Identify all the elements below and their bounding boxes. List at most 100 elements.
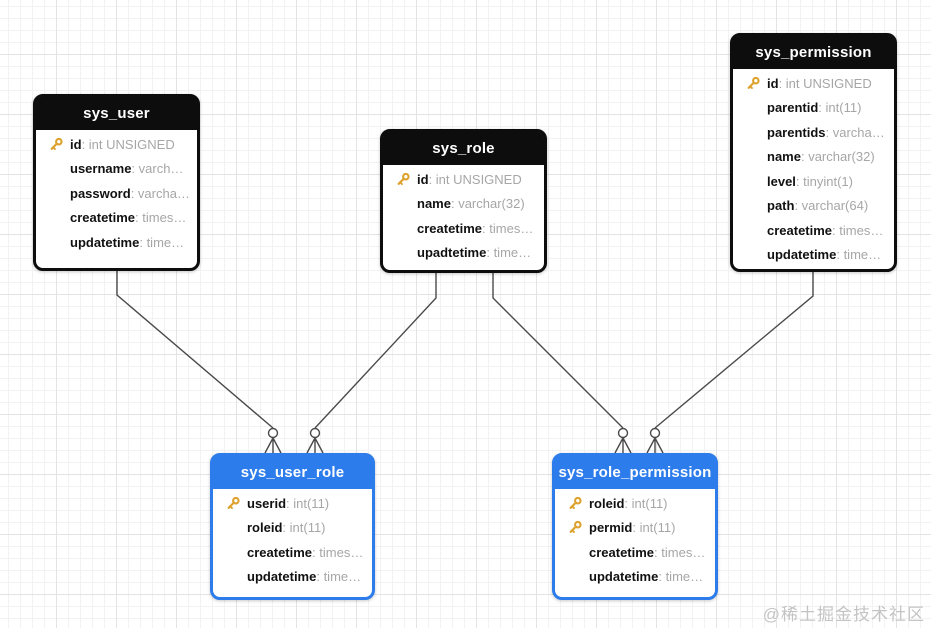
relation-sys_user-sys_user_role[interactable] [116, 271, 282, 454]
primary-key-icon [569, 496, 582, 509]
field-sys_role_permission-permid[interactable]: permid: int(11) [555, 516, 715, 541]
table-fields-sys_user_role: userid: int(11)roleid: int(11)createtime… [213, 489, 372, 589]
table-fields-sys_role_permission: roleid: int(11)permid: int(11)createtime… [555, 489, 715, 589]
field-name: parentid [767, 100, 819, 116]
field-name: id [70, 136, 82, 152]
field-sys_permission-level[interactable]: level: tinyint(1) [733, 169, 894, 194]
field-type: : times… [654, 544, 706, 560]
field-sys_user_role-updatetime[interactable]: updatetime: time… [213, 565, 372, 590]
field-sys_role_permission-createtime[interactable]: createtime: times… [555, 540, 715, 565]
field-type: : times… [312, 544, 364, 560]
relation-line[interactable] [654, 272, 814, 429]
field-name: userid [247, 495, 287, 511]
cardinality-zero-circle [267, 427, 279, 439]
relation-line[interactable] [492, 273, 624, 429]
relation-sys_permission-sys_role_permission[interactable] [646, 272, 814, 454]
field-name: updatetime [70, 234, 140, 250]
field-type: : int UNSIGNED [778, 75, 872, 91]
primary-key-icon [397, 172, 410, 185]
field-sys_permission-id[interactable]: id: int UNSIGNED [733, 71, 894, 96]
table-header-sys_role[interactable]: sys_role [383, 132, 544, 165]
field-name: createtime [767, 222, 833, 238]
field-name: updatetime [247, 569, 317, 585]
field-sys_role-upadtetime[interactable]: upadtetime: time… [383, 241, 544, 266]
field-type: : times… [832, 222, 884, 238]
table-header-sys_permission[interactable]: sys_permission [733, 36, 894, 69]
field-type: : tinyint(1) [795, 173, 853, 189]
field-name: name [417, 196, 451, 212]
primary-key-icon [747, 76, 760, 89]
primary-key-icon [227, 496, 240, 509]
field-type: : int UNSIGNED [81, 136, 175, 152]
field-sys_permission-createtime[interactable]: createtime: times… [733, 218, 894, 243]
field-name: id [767, 75, 779, 91]
field-sys_user-createtime[interactable]: createtime: times… [36, 206, 197, 231]
field-name: path [767, 198, 795, 214]
field-name: level [767, 173, 796, 189]
field-sys_user_role-userid[interactable]: userid: int(11) [213, 491, 372, 516]
field-type: : varcha… [130, 185, 190, 201]
table-header-sys_user_role[interactable]: sys_user_role [213, 456, 372, 489]
field-type: : time… [836, 247, 882, 263]
cardinality-many-crowfoot [264, 437, 282, 454]
field-type: : varchar(32) [800, 149, 875, 165]
field-sys_permission-name[interactable]: name: varchar(32) [733, 145, 894, 170]
field-name: createtime [589, 544, 655, 560]
table-header-sys_role_permission[interactable]: sys_role_permission [555, 456, 715, 489]
primary-key-slot [395, 172, 417, 187]
relation-sys_role-sys_user_role[interactable] [306, 273, 437, 454]
field-type: : times… [135, 210, 187, 226]
field-sys_permission-parentid[interactable]: parentid: int(11) [733, 96, 894, 121]
field-sys_user_role-roleid[interactable]: roleid: int(11) [213, 516, 372, 541]
field-name: createtime [417, 220, 483, 236]
field-type: : varcha… [825, 124, 885, 140]
primary-key-slot [48, 137, 70, 152]
primary-key-icon [569, 521, 582, 534]
field-name: id [417, 171, 429, 187]
field-sys_permission-path[interactable]: path: varchar(64) [733, 194, 894, 219]
field-type: : int(11) [624, 495, 668, 511]
field-sys_role_permission-updatetime[interactable]: updatetime: time… [555, 565, 715, 590]
field-type: : times… [482, 220, 534, 236]
field-sys_user-password[interactable]: password: varcha… [36, 181, 197, 206]
primary-key-slot [567, 520, 589, 535]
field-sys_permission-updatetime[interactable]: updatetime: time… [733, 243, 894, 268]
primary-key-icon [50, 137, 63, 150]
field-sys_permission-parentids[interactable]: parentids: varcha… [733, 120, 894, 145]
field-name: createtime [247, 544, 313, 560]
field-sys_user-username[interactable]: username: varch… [36, 157, 197, 182]
field-sys_role-createtime[interactable]: createtime: times… [383, 216, 544, 241]
field-sys_user-updatetime[interactable]: updatetime: time… [36, 230, 197, 255]
field-type: : int(11) [632, 520, 676, 536]
table-header-sys_user[interactable]: sys_user [36, 97, 197, 130]
cardinality-many-crowfoot [614, 437, 632, 454]
field-type: : varch… [131, 161, 184, 177]
field-name: updatetime [767, 247, 837, 263]
field-type: : int UNSIGNED [428, 171, 522, 187]
field-type: : varchar(64) [794, 198, 869, 214]
field-name: roleid [247, 520, 283, 536]
cardinality-many-crowfoot [306, 437, 324, 454]
field-sys_role-id[interactable]: id: int UNSIGNED [383, 167, 544, 192]
relation-line[interactable] [314, 273, 437, 429]
field-name: password [70, 185, 131, 201]
field-sys_user-id[interactable]: id: int UNSIGNED [36, 132, 197, 157]
field-sys_role_permission-roleid[interactable]: roleid: int(11) [555, 491, 715, 516]
field-name: name [767, 149, 801, 165]
relation-line[interactable] [116, 271, 274, 429]
relation-sys_role-sys_role_permission[interactable] [492, 273, 632, 454]
field-type: : int(11) [818, 100, 862, 116]
cardinality-many-crowfoot [646, 437, 664, 454]
field-sys_user_role-createtime[interactable]: createtime: times… [213, 540, 372, 565]
field-sys_role-name[interactable]: name: varchar(32) [383, 192, 544, 217]
primary-key-slot [745, 76, 767, 91]
field-type: : varchar(32) [450, 196, 525, 212]
